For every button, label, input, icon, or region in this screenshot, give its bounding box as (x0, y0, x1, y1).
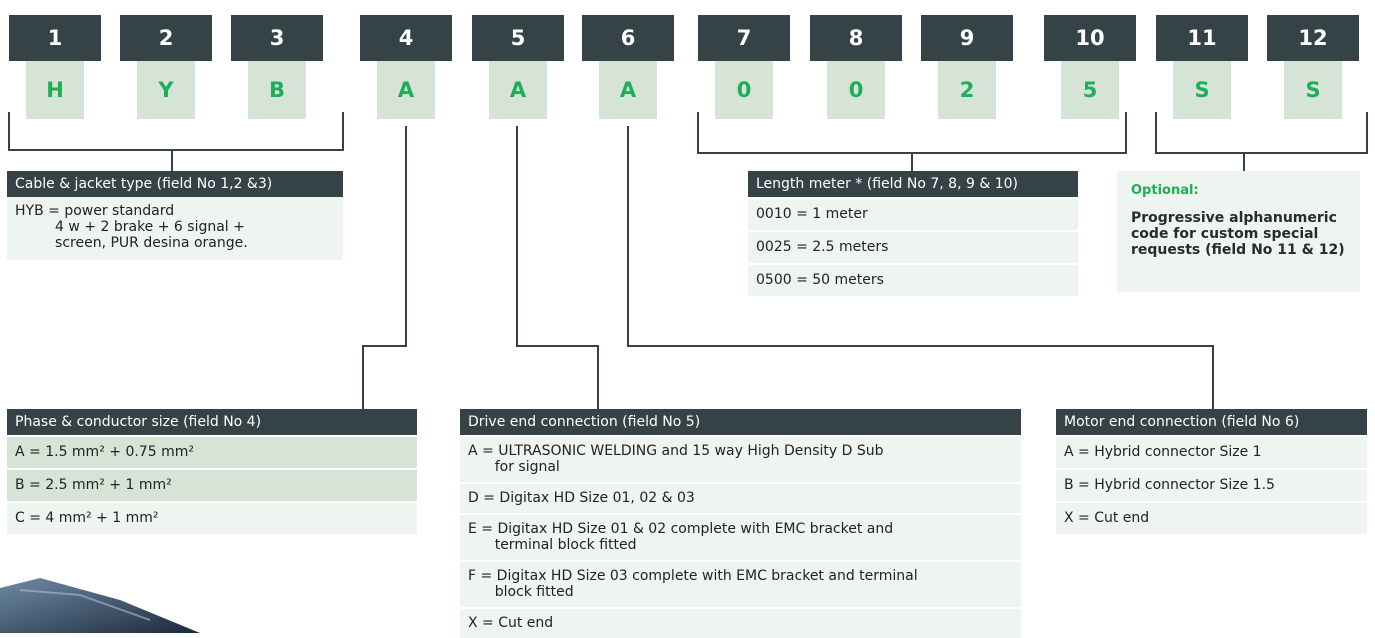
field-number: 8 (810, 15, 902, 61)
length-row: 0500 = 50 meters (748, 263, 1078, 296)
field-code: Y (137, 61, 195, 119)
field-number: 6 (582, 15, 674, 61)
field-code: A (377, 61, 435, 119)
cable-jacket-title: Cable & jacket type (field No 1,2 &3) (7, 171, 343, 197)
motor-end-row: B = Hybrid connector Size 1.5 (1056, 468, 1367, 501)
length-title: Length meter * (field No 7, 8, 9 & 10) (748, 171, 1078, 197)
motor-end-row: A = Hybrid connector Size 1 (1056, 435, 1367, 468)
field-number: 4 (360, 15, 452, 61)
drive-end-row: F = Digitax HD Size 03 complete with EMC… (460, 560, 1021, 607)
drive-end-row: A = ULTRASONIC WELDING and 15 way High D… (460, 435, 1021, 482)
phase-row: C = 4 mm² + 1 mm² (7, 501, 417, 534)
phase-box: Phase & conductor size (field No 4) A = … (7, 409, 417, 534)
field-code: 2 (938, 61, 996, 119)
field-number: 2 (120, 15, 212, 61)
phase-row: B = 2.5 mm² + 1 mm² (7, 468, 417, 501)
motor-end-row: X = Cut end (1056, 501, 1367, 534)
motor-end-box: Motor end connection (field No 6) A = Hy… (1056, 409, 1367, 534)
field-number: 10 (1044, 15, 1136, 61)
length-box: Length meter * (field No 7, 8, 9 & 10) 0… (748, 171, 1078, 296)
cable-jacket-text: HYB = power standard 4 w + 2 brake + 6 s… (7, 197, 343, 260)
field-number: 12 (1267, 15, 1359, 61)
drive-end-title: Drive end connection (field No 5) (460, 409, 1021, 435)
cable-photo-graphic (0, 578, 200, 633)
field-number: 1 (9, 15, 101, 61)
field-number: 7 (698, 15, 790, 61)
field-code: A (599, 61, 657, 119)
motor-end-title: Motor end connection (field No 6) (1056, 409, 1367, 435)
drive-end-row: X = Cut end (460, 607, 1021, 638)
drive-end-row: D = Digitax HD Size 01, 02 & 03 (460, 482, 1021, 513)
length-row: 0025 = 2.5 meters (748, 230, 1078, 263)
phase-row: A = 1.5 mm² + 0.75 mm² (7, 435, 417, 468)
field-code: 0 (827, 61, 885, 119)
phase-title: Phase & conductor size (field No 4) (7, 409, 417, 435)
optional-title: Optional: (1131, 183, 1199, 198)
field-code: S (1173, 61, 1231, 119)
field-number: 11 (1156, 15, 1248, 61)
drive-end-row: E = Digitax HD Size 01 & 02 complete wit… (460, 513, 1021, 560)
field-number: 5 (472, 15, 564, 61)
field-code: 0 (715, 61, 773, 119)
optional-box: Optional: Progressive alphanumeric code … (1117, 171, 1360, 292)
field-number: 3 (231, 15, 323, 61)
field-code: B (248, 61, 306, 119)
field-code: H (26, 61, 84, 119)
optional-text: Progressive alphanumeric code for custom… (1131, 210, 1345, 258)
drive-end-box: Drive end connection (field No 5) A = UL… (460, 409, 1021, 638)
field-code: S (1284, 61, 1342, 119)
cable-jacket-box: Cable & jacket type (field No 1,2 &3) HY… (7, 171, 343, 260)
field-code: 5 (1061, 61, 1119, 119)
field-number: 9 (921, 15, 1013, 61)
length-row: 0010 = 1 meter (748, 197, 1078, 230)
field-code: A (489, 61, 547, 119)
